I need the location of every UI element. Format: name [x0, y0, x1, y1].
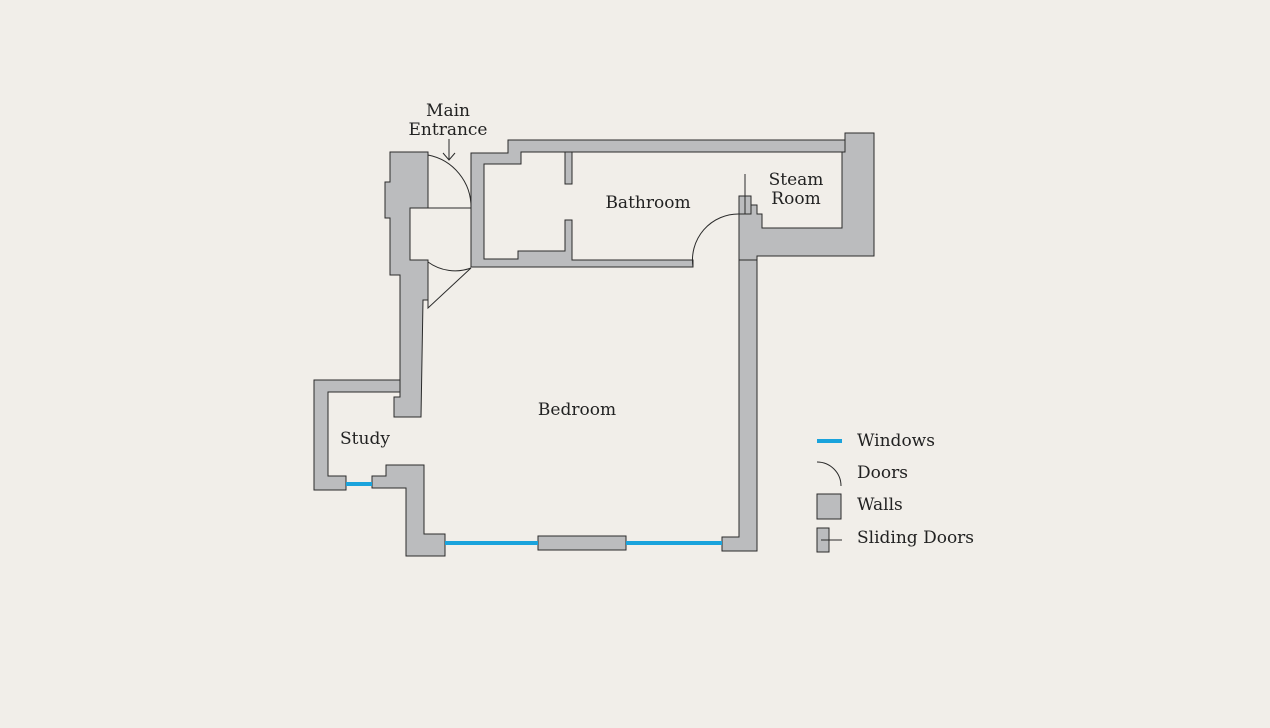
wall-study-south	[371, 464, 446, 557]
label-bedroom: Bedroom	[538, 400, 616, 420]
wall-entrance-west	[384, 151, 429, 418]
door-main-entrance	[427, 154, 472, 209]
legend-walls-icon	[816, 493, 842, 520]
wall-bathroom-partition	[564, 151, 573, 185]
wall-bedroom-south	[537, 535, 627, 551]
door-bedroom-entry	[427, 261, 472, 310]
legend-doors-label: Doors	[857, 463, 908, 483]
label-main-entrance-2: Entrance	[409, 120, 488, 140]
entrance-arrow-icon	[442, 139, 456, 161]
legend-walls-label: Walls	[857, 495, 903, 515]
legend: Windows Doors Walls Sliding Doors	[816, 431, 974, 553]
legend-doors-icon	[816, 461, 842, 487]
label-study: Study	[340, 429, 390, 449]
label-bathroom: Bathroom	[605, 193, 690, 213]
label-main-entrance-1: Main	[426, 101, 470, 121]
wall-bedroom-east	[721, 195, 758, 552]
label-steam-room-1: Steam	[769, 170, 824, 190]
door-bathroom	[691, 213, 740, 268]
legend-sliding-doors-icon	[816, 527, 842, 553]
legend-sliding-doors-label: Sliding Doors	[857, 528, 974, 548]
label-steam-room-2: Room	[771, 189, 820, 209]
wall-steam-room	[738, 132, 875, 261]
legend-windows-label: Windows	[857, 431, 935, 451]
wall-study-west	[313, 379, 401, 491]
